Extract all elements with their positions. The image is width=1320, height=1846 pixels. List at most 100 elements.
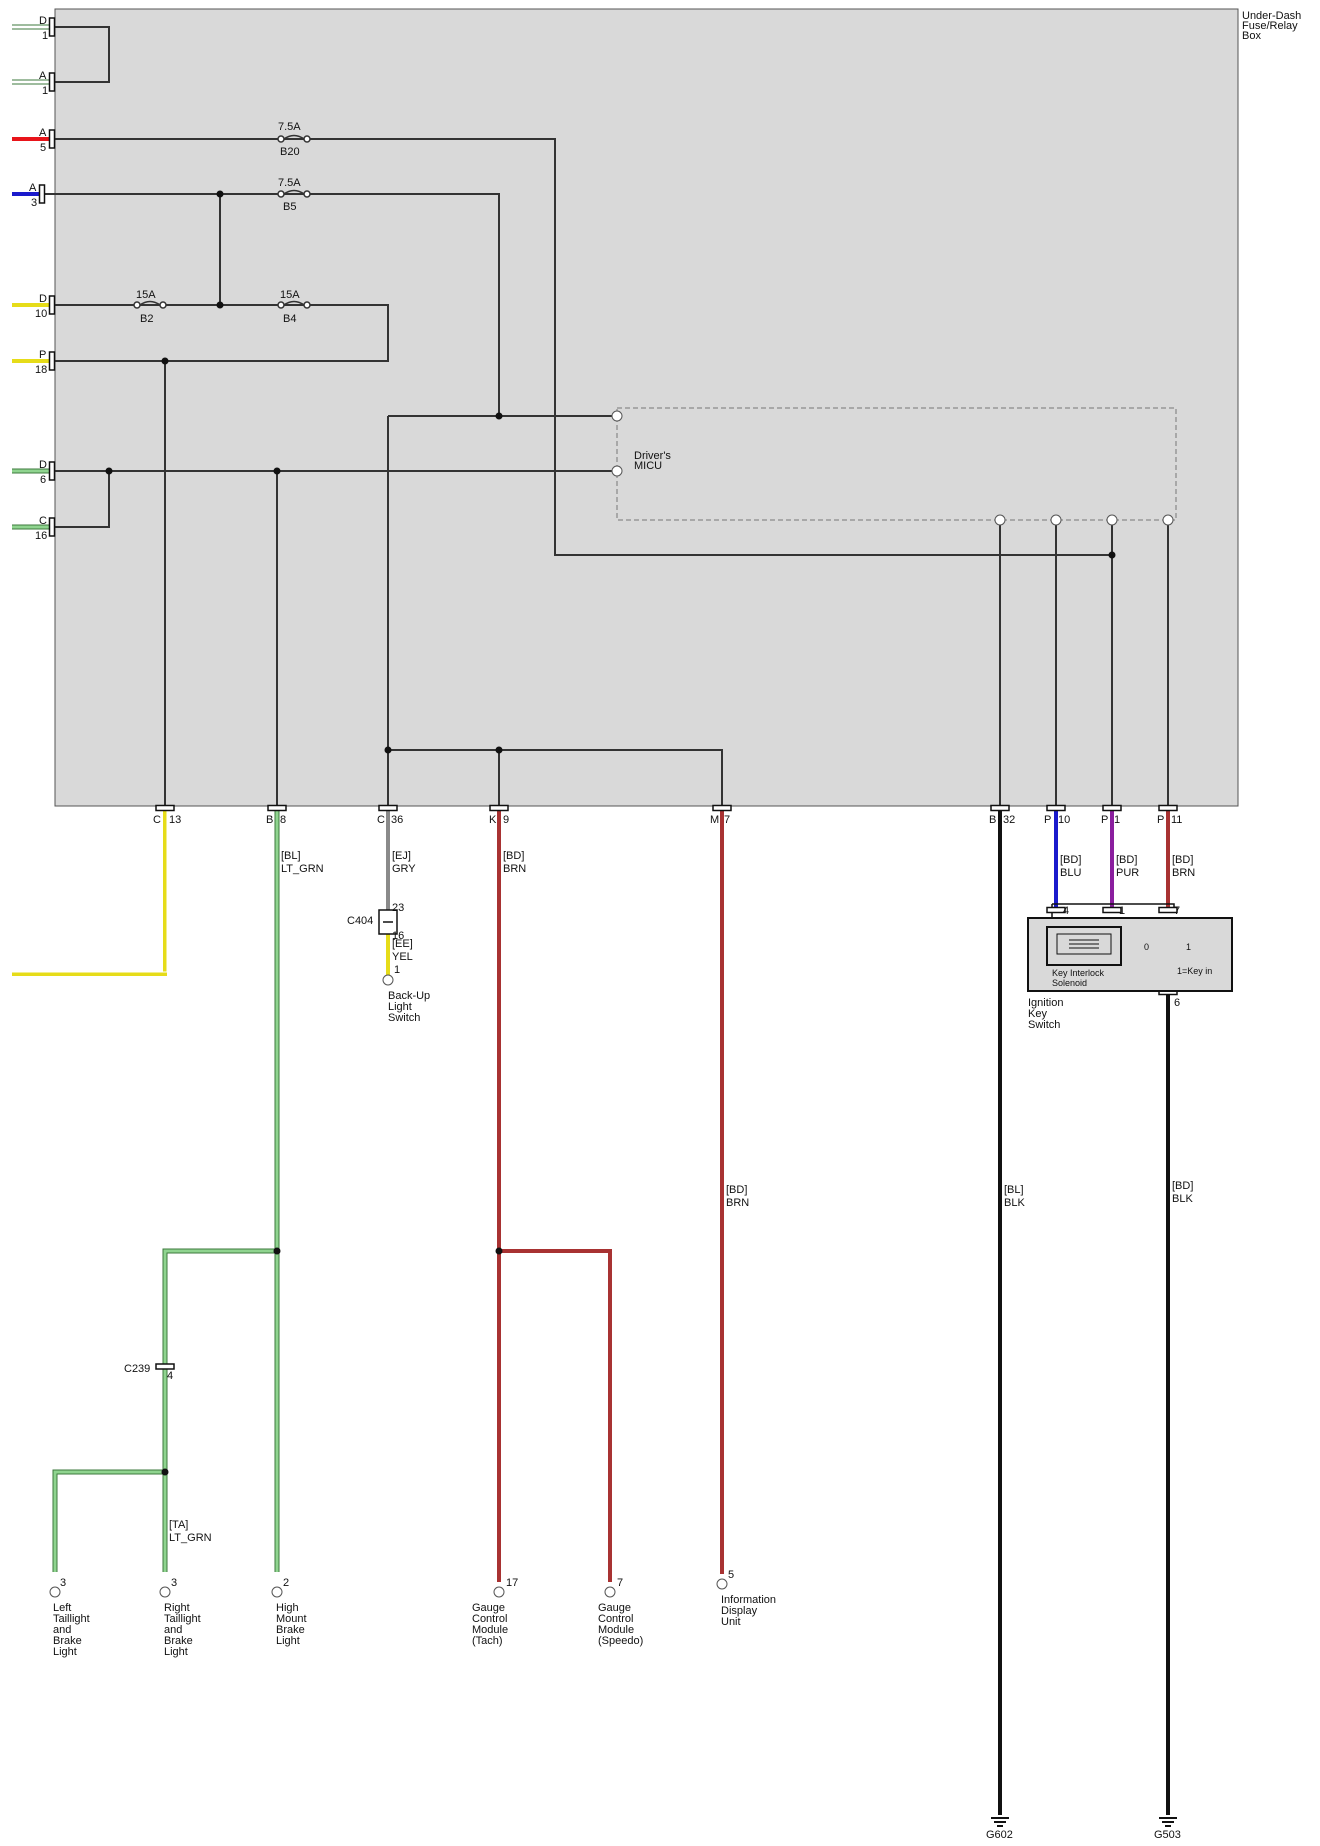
junction-dot-3 (495, 412, 503, 420)
bottom-pin-3 (489, 804, 509, 812)
bottom-pin-0 (155, 804, 175, 812)
junction-dot-8 (495, 746, 503, 754)
int-circuit-b5 (40, 193, 500, 416)
wire-label-code-2: [EE] (392, 938, 413, 950)
right-taillight-line4: Brake (164, 1635, 193, 1647)
solenoid-label-line2: Solenoid (1052, 978, 1087, 988)
speedo-line4: (Speedo) (598, 1635, 643, 1647)
tach-line3: Module (472, 1624, 508, 1636)
solenoid-label-line1: Key Interlock (1052, 968, 1105, 978)
wire-label-color-1: GRY (392, 863, 416, 875)
left-pin-letter-1: A (39, 70, 47, 82)
left-pin-num-5: 18 (35, 364, 47, 376)
left-pin-letter-6: D (39, 459, 47, 471)
ground-g503-label: G503 (1154, 1829, 1181, 1841)
backup-switch-line3: Switch (388, 1012, 420, 1024)
bottom-pin-num-6: 10 (1058, 814, 1070, 826)
left-pin-num-1: 1 (42, 85, 48, 97)
switch-name-line2: Key (1028, 1008, 1047, 1020)
fuse-b20-end-a (277, 135, 285, 143)
marks-layer (38, 17, 1178, 1827)
left-pin-P18 (48, 351, 56, 371)
micu-terminal-0 (611, 410, 623, 422)
box-title-line1: Under-Dash (1242, 10, 1301, 22)
tach-pin: 17 (506, 1577, 518, 1589)
speedo-line3: Module (598, 1624, 634, 1636)
bottom-pin-num-8: 11 (1171, 814, 1182, 826)
left-pin-A3 (38, 184, 46, 204)
switch-pin-7: 7 (1174, 905, 1180, 917)
bottom-pin-num-7: 1 (1114, 814, 1120, 826)
bottom-pin-letter-5: B (989, 814, 996, 826)
bottom-pin-num-0: 13 (169, 814, 181, 826)
wire-label-color-3: BRN (503, 863, 526, 875)
wire-label-code-5: [BD] (1116, 854, 1137, 866)
fuse-b4-end-a (277, 301, 285, 309)
left-pin-letter-2: A (39, 127, 47, 139)
wire-label-color-8: BLK (1004, 1197, 1025, 1209)
left-taillight-line3: and (53, 1624, 71, 1636)
component-terminal-0 (382, 974, 394, 986)
c404-name: C404 (347, 915, 373, 927)
c239-pin: 4 (167, 1370, 173, 1382)
wire-label-code-1: [EJ] (392, 850, 411, 862)
tach-line4: (Tach) (472, 1635, 503, 1647)
bottom-pin-8 (1158, 804, 1178, 812)
left-pin-D10 (48, 295, 56, 315)
bottom-pin-letter-1: B (266, 814, 273, 826)
bottom-pin-letter-2: C (377, 814, 385, 826)
component-terminal-2 (159, 1586, 171, 1598)
switch-top-pin-0 (1046, 906, 1066, 914)
component-terminal-1 (49, 1586, 61, 1598)
switch-top-pin-2 (1158, 906, 1178, 914)
c239-connector (155, 1363, 175, 1370)
wire-label-code-10: [TA] (169, 1519, 188, 1531)
component-terminal-5 (604, 1586, 616, 1598)
fuse-b2-end-a (133, 301, 141, 309)
switch-top-pin-1 (1102, 906, 1122, 914)
ext-wire-c13-hilite (12, 808, 168, 973)
wire-label-color-9: BLK (1172, 1193, 1193, 1205)
junction-dot-11 (161, 1468, 169, 1476)
high-mount-line2: Mount (276, 1613, 307, 1625)
component-terminal-4 (493, 1586, 505, 1598)
high-mount-line4: Light (276, 1635, 300, 1647)
left-pin-num-6: 6 (40, 474, 46, 486)
right-taillight-line1: Right (164, 1602, 190, 1614)
fuse-b4-amps: 15A (280, 289, 300, 301)
left-pin-num-3: 3 (31, 197, 37, 209)
fuse-b2-arc (139, 300, 161, 306)
fuse-b4-end-b (303, 301, 311, 309)
micu-terminal-3 (1050, 514, 1062, 526)
info-display-line2: Display (721, 1605, 758, 1617)
bottom-pin-letter-0: C (153, 814, 161, 826)
left-taillight-line4: Brake (53, 1635, 82, 1647)
c239-name: C239 (124, 1363, 150, 1375)
left-pin-letter-5: P (39, 349, 46, 361)
junction-dot-4 (105, 467, 113, 475)
wire-label-color-7: BRN (726, 1197, 749, 1209)
ext-wire-speedo-brown (499, 1249, 612, 1582)
wire-label-color-4: BLU (1060, 867, 1081, 879)
speedo-line1: Gauge (598, 1602, 631, 1614)
bottom-pin-2 (378, 804, 398, 812)
left-pin-num-4: 10 (35, 308, 47, 320)
junction-dot-9 (273, 1247, 281, 1255)
wire-label-code-6: [BD] (1172, 854, 1193, 866)
c404-pin-top: 23 (392, 902, 404, 914)
ground-g602-label: G602 (986, 1829, 1013, 1841)
high-mount-line3: Brake (276, 1624, 305, 1636)
left-pin-num-0: 1 (42, 30, 48, 42)
bottom-pin-letter-6: P (1044, 814, 1051, 826)
right-taillight-line3: and (164, 1624, 182, 1636)
junction-dot-2 (161, 357, 169, 365)
wire-label-code-0: [BL] (281, 850, 301, 862)
fuse-relay-box (54, 8, 1239, 807)
left-pin-A1 (48, 72, 56, 92)
right-taillight-line5: Light (164, 1646, 188, 1658)
left-taillight-line1: Left (53, 1602, 71, 1614)
fuse-b5-end-a (277, 190, 285, 198)
micu-label-line2: MICU (634, 460, 662, 472)
wire-label-color-2: YEL (392, 951, 413, 963)
junction-dot-6 (1108, 551, 1116, 559)
